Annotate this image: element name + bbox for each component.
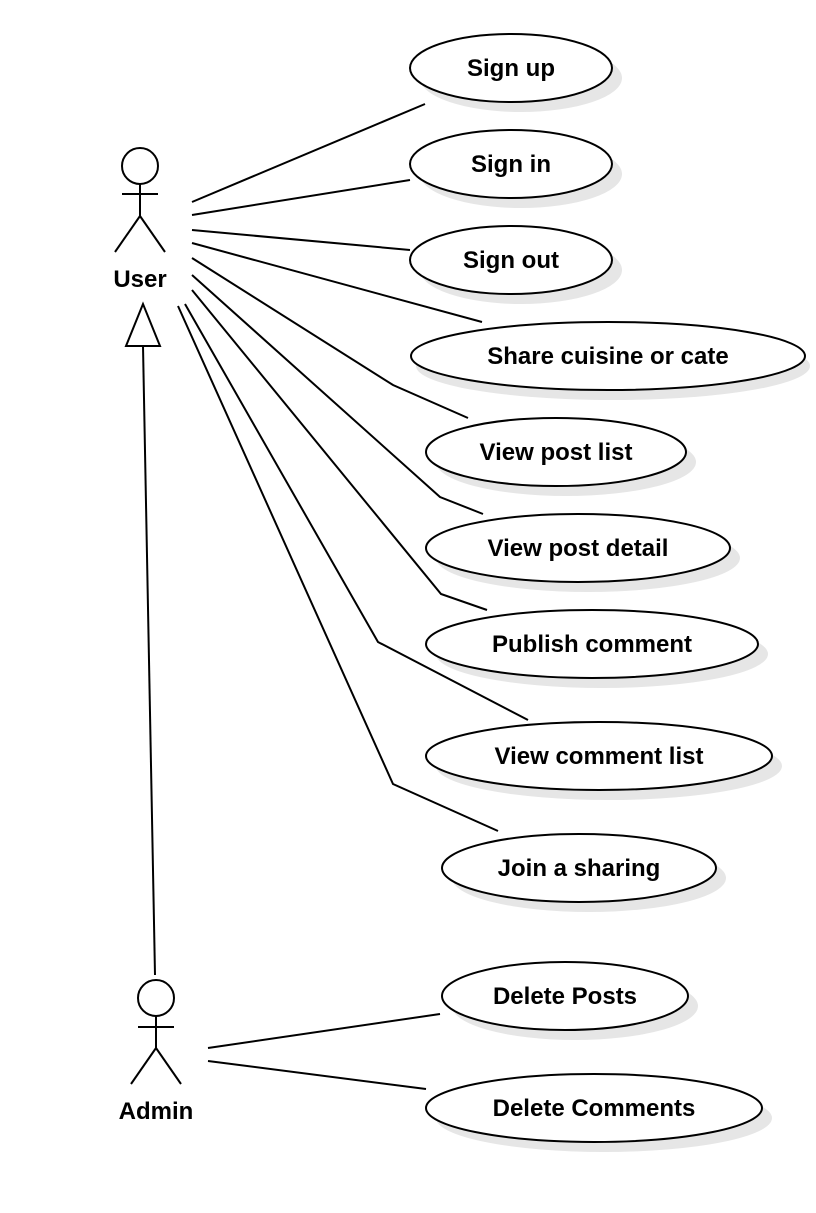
use-case-label: Sign up	[467, 55, 555, 82]
actor-admin-right-leg	[155, 1047, 182, 1085]
assoc-user-join-sharing	[177, 305, 499, 832]
use-case-ellipse	[409, 225, 613, 295]
use-case-sign-up[interactable]: Sign up	[409, 33, 622, 112]
assoc-user-sign-in	[191, 179, 411, 216]
use-case-label: Sign in	[471, 151, 551, 178]
use-case-label: Delete Comments	[493, 1095, 696, 1122]
use-case-view-post-detail[interactable]: View post detail	[425, 513, 740, 592]
use-case-ellipse	[409, 129, 613, 199]
use-case-label: Share cuisine or cate	[487, 343, 728, 370]
assoc-user-publish-comment	[191, 289, 488, 611]
actor-user-label: User	[113, 266, 166, 293]
actor-admin-left-leg	[130, 1047, 157, 1085]
use-case-ellipse	[410, 321, 806, 391]
use-case-ellipse	[425, 513, 731, 583]
actor-user-left-leg	[114, 215, 141, 253]
actor-admin-head	[137, 979, 175, 1017]
use-case-share-cuisine[interactable]: Share cuisine or cate	[410, 321, 810, 400]
use-case-label: View post detail	[488, 535, 669, 562]
use-case-label: Sign out	[463, 247, 559, 274]
use-case-label: Delete Posts	[493, 983, 637, 1010]
use-case-ellipse	[425, 609, 759, 679]
assoc-user-share-cuisine	[191, 242, 483, 323]
generalization-arrowhead	[124, 301, 162, 347]
associations	[177, 103, 529, 1090]
use-case-label: Publish comment	[492, 631, 692, 658]
assoc-user-view-comment-list	[184, 303, 529, 721]
use-case-view-comment-list[interactable]: View comment list	[425, 721, 782, 800]
assoc-user-sign-up	[191, 103, 426, 203]
actor-user-right-leg	[139, 215, 166, 253]
generalization-admin-to-user	[124, 301, 162, 976]
use-case-join-sharing[interactable]: Join a sharing	[441, 833, 726, 912]
use-case-label: View comment list	[495, 743, 704, 770]
use-case-ellipse	[425, 417, 687, 487]
assoc-admin-delete-comments	[207, 1060, 427, 1090]
use-case-ellipse	[425, 721, 773, 791]
use-case-delete-posts[interactable]: Delete Posts	[441, 961, 698, 1040]
actor-user-head	[121, 147, 159, 185]
use-case-sign-in[interactable]: Sign in	[409, 129, 622, 208]
use-case-ellipse	[425, 1073, 763, 1143]
assoc-admin-delete-posts	[207, 1013, 441, 1049]
use-case-delete-comments[interactable]: Delete Comments	[425, 1073, 772, 1152]
use-case-label: View post list	[480, 439, 633, 466]
use-case-view-post-list[interactable]: View post list	[425, 417, 696, 496]
use-case-ellipse	[409, 33, 613, 103]
use-case-ellipse	[441, 961, 689, 1031]
use-case-publish-comment[interactable]: Publish comment	[425, 609, 768, 688]
use-case-sign-out[interactable]: Sign out	[409, 225, 622, 304]
assoc-user-sign-out	[191, 229, 411, 251]
generalization-line	[142, 345, 156, 976]
assoc-user-view-post-detail	[191, 274, 484, 515]
use-case-label: Join a sharing	[498, 855, 661, 882]
actor-user[interactable]: User	[113, 147, 167, 293]
actor-admin[interactable]: Admin	[119, 979, 194, 1125]
assoc-user-view-post-list	[191, 257, 469, 419]
use-case-ellipse	[441, 833, 717, 903]
actor-admin-label: Admin	[119, 1098, 194, 1125]
